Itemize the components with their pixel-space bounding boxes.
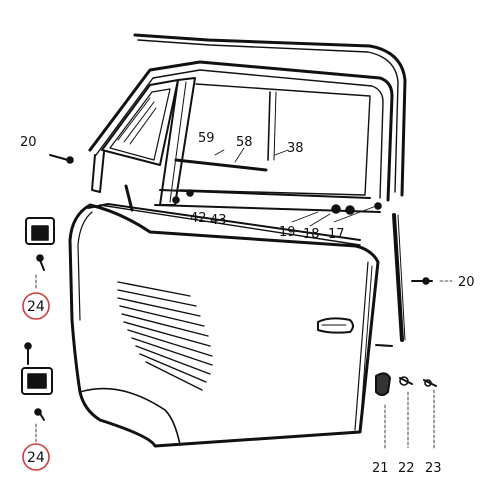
label-24-lower: 24: [27, 450, 45, 466]
label-18: 18: [303, 227, 320, 242]
highlight-circle-24-upper: [22, 292, 50, 320]
hardware-parts: [21, 147, 453, 449]
label-43: 43: [210, 213, 227, 228]
highlight-circle-24-lower: [22, 443, 50, 471]
label-58: 58: [236, 135, 253, 150]
part-labels: 20 59 58 38 42 43 19 18 17 20 21 22 23 2…: [20, 131, 475, 476]
label-17: 17: [328, 227, 345, 242]
label-22: 22: [398, 461, 415, 476]
door-panel: [68, 203, 380, 448]
label-19: 19: [279, 225, 296, 240]
window-frame: [88, 33, 407, 213]
label-42: 42: [190, 211, 207, 226]
label-20-right: 20: [458, 275, 475, 290]
label-23: 23: [425, 461, 442, 476]
label-24-upper: 24: [27, 299, 45, 315]
label-59: 59: [198, 131, 215, 146]
label-21: 21: [372, 461, 389, 476]
label-20-left: 20: [20, 135, 37, 150]
label-38: 38: [287, 141, 304, 156]
